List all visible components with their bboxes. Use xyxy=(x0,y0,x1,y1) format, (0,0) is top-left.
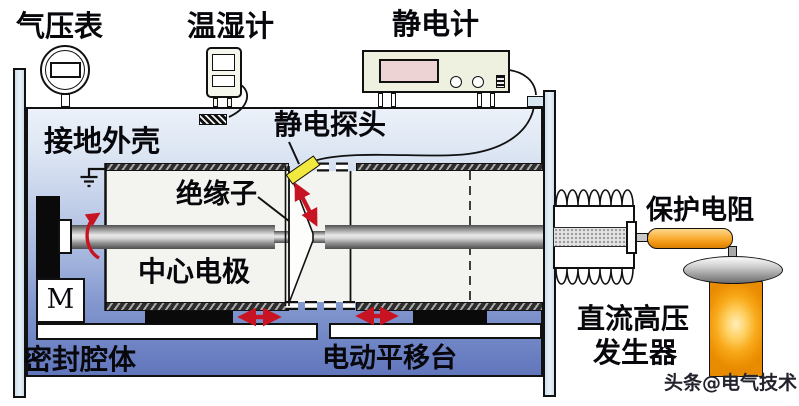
stage-rail-left xyxy=(36,323,318,340)
electrometer-knob-1 xyxy=(450,76,462,88)
sealed-chamber-label: 密封腔体 xyxy=(24,343,137,376)
hygrometer-display-bottom xyxy=(212,75,235,87)
hygrometer-leg-right xyxy=(227,98,232,107)
cylinder-wall-bottom-left xyxy=(105,302,289,311)
cable-feedthrough xyxy=(527,96,544,107)
center-electrode-rod-right xyxy=(325,225,543,249)
bushing-sheds-bottom xyxy=(555,268,634,285)
electrometer-knob-2 xyxy=(472,76,484,88)
stage-carriage-left xyxy=(145,311,233,324)
center-electrode-label: 中心电极 xyxy=(138,255,251,288)
barometer-display xyxy=(50,62,81,78)
electrometer-display xyxy=(379,59,439,83)
motor-mount xyxy=(36,196,60,278)
insulator-label: 绝缘子 xyxy=(176,179,257,210)
cylinder-wall-top-left xyxy=(105,163,289,171)
hygrometer-display-top xyxy=(212,54,235,71)
barometer-label: 气压表 xyxy=(16,9,104,43)
barometer-stand xyxy=(61,94,70,107)
electrostatic-probe-label: 静电探头 xyxy=(274,108,387,141)
protective-resistor-body xyxy=(647,228,733,249)
electrometer-leg-3 xyxy=(477,93,482,107)
shaft-coupling xyxy=(58,219,72,254)
hygrometer-leg-left xyxy=(213,98,218,107)
left-end-plate xyxy=(13,68,26,398)
electrometer-leg-2 xyxy=(391,93,396,107)
hv-generator-label-line1: 直流高压 xyxy=(577,302,690,335)
bushing-conductor xyxy=(553,227,628,247)
motor-label: M xyxy=(46,284,75,315)
electrode-tip-right xyxy=(313,231,327,243)
protective-resistor-label: 保护电阻 xyxy=(646,195,754,226)
watermark: 头条@电气技术 xyxy=(663,372,797,394)
electrometer-label: 静电计 xyxy=(392,7,480,41)
stage-carriage-right xyxy=(413,310,487,324)
stage-rail-right xyxy=(329,323,542,339)
electrometer-leg-1 xyxy=(378,93,383,107)
hv-generator-dome xyxy=(683,256,783,284)
hv-generator-label-line2: 发生器 xyxy=(593,336,678,369)
bushing-sheds-top xyxy=(555,189,634,206)
grounded-shell-label: 接地外壳 xyxy=(44,124,161,158)
motorized-stage-label: 电动平移台 xyxy=(322,343,457,374)
center-electrode-rod-left xyxy=(71,225,275,249)
electrode-neck xyxy=(274,231,315,243)
hygrometer-label: 温湿计 xyxy=(187,9,275,43)
electrometer-cable-outer xyxy=(508,69,537,96)
electrometer-vent-icon xyxy=(496,75,505,88)
electrometer-leg-4 xyxy=(490,93,495,107)
hv-generator-column xyxy=(709,281,763,377)
motor-box xyxy=(36,278,85,323)
sensor-port-patch xyxy=(199,114,227,125)
cylinder-wall-top-right xyxy=(356,163,543,171)
